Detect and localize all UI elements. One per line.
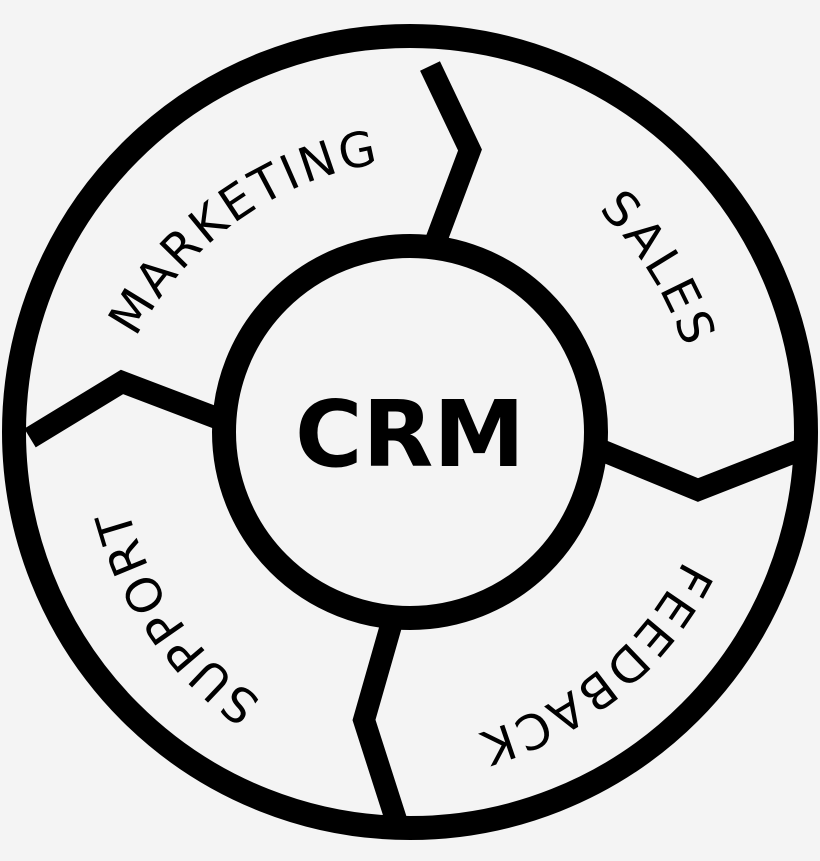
divider-support-marketing (24, 369, 226, 448)
segment-label-sales: SALES (590, 180, 727, 355)
hub-label: CRM (295, 381, 525, 488)
divider-sales-feedback (591, 437, 805, 502)
divider-marketing-sales (420, 61, 482, 250)
hub-ring (212, 234, 608, 630)
divider-feedback-support (352, 618, 409, 830)
outer-ring (2, 24, 818, 840)
